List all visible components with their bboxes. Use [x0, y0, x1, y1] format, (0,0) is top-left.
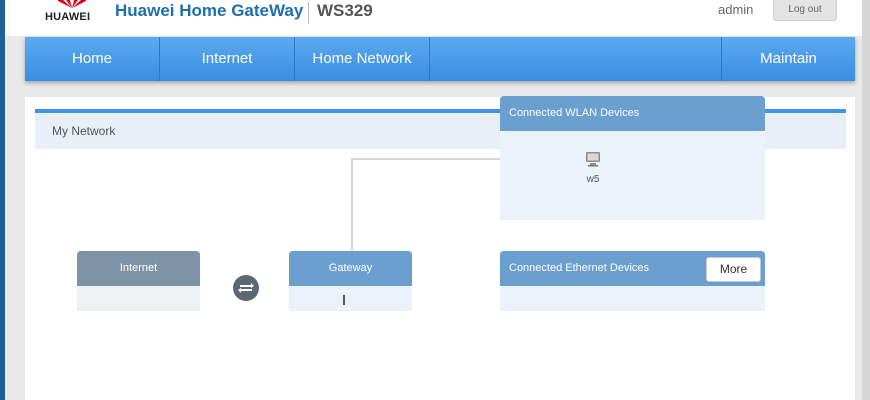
panel-accent-bar [35, 109, 846, 113]
wlan-card-title: Connected WLAN Devices [509, 107, 640, 119]
huawei-logo: HUAWEI [43, 0, 101, 30]
huawei-petal-icon [58, 0, 86, 8]
more-button[interactable]: More [706, 257, 761, 282]
nav-divider [429, 37, 430, 81]
main-nav: Home Internet Home Network Maintain [25, 37, 855, 81]
header: HUAWEI Huawei Home GateWay WS329 admin L… [5, 0, 862, 36]
nav-home[interactable]: Home [71, 50, 112, 67]
app-canvas: HUAWEI Huawei Home GateWay WS329 admin L… [5, 0, 862, 400]
model-name: WS329 [317, 1, 373, 20]
computer-icon [586, 152, 600, 167]
internet-card-title: Internet [119, 262, 158, 274]
wlan-device[interactable]: w5 [580, 151, 606, 185]
window-edge-left [0, 0, 5, 400]
window-edge-right [862, 0, 870, 400]
link-arrows-icon [238, 283, 254, 293]
nav-divider [294, 37, 295, 81]
wlan-card-header: Connected WLAN Devices [500, 96, 765, 131]
gateway-card: Gateway [289, 251, 412, 311]
gateway-wlan-link [351, 158, 501, 160]
gateway-wlan-link [351, 158, 353, 251]
ethernet-devices-card: Connected Ethernet Devices More [500, 251, 765, 311]
wlan-devices-card: Connected WLAN Devices w5 [500, 96, 765, 220]
nav-internet[interactable]: Internet [201, 50, 253, 67]
title-divider [308, 2, 309, 24]
device-name: w5 [586, 174, 600, 185]
nav-divider [721, 37, 722, 81]
ethernet-card-title: Connected Ethernet Devices [509, 262, 650, 274]
nav-home-network[interactable]: Home Network [312, 50, 412, 67]
logo-text: HUAWEI [45, 11, 91, 23]
internet-card-header: Internet [77, 251, 200, 286]
gateway-card-header: Gateway [289, 251, 412, 286]
nav-divider [159, 37, 160, 81]
ethernet-card-header: Connected Ethernet Devices More [500, 251, 765, 286]
gateway-port-line [343, 295, 345, 305]
gateway-card-title: Gateway [328, 262, 373, 274]
connection-status-icon[interactable] [233, 275, 259, 301]
logout-button[interactable]: Log out [773, 0, 837, 21]
nav-maintain[interactable]: Maintain [760, 50, 817, 67]
username: admin [718, 2, 754, 17]
app-title: Huawei Home GateWay [115, 1, 304, 20]
section-title: My Network [52, 124, 116, 138]
internet-card: Internet [77, 251, 200, 311]
